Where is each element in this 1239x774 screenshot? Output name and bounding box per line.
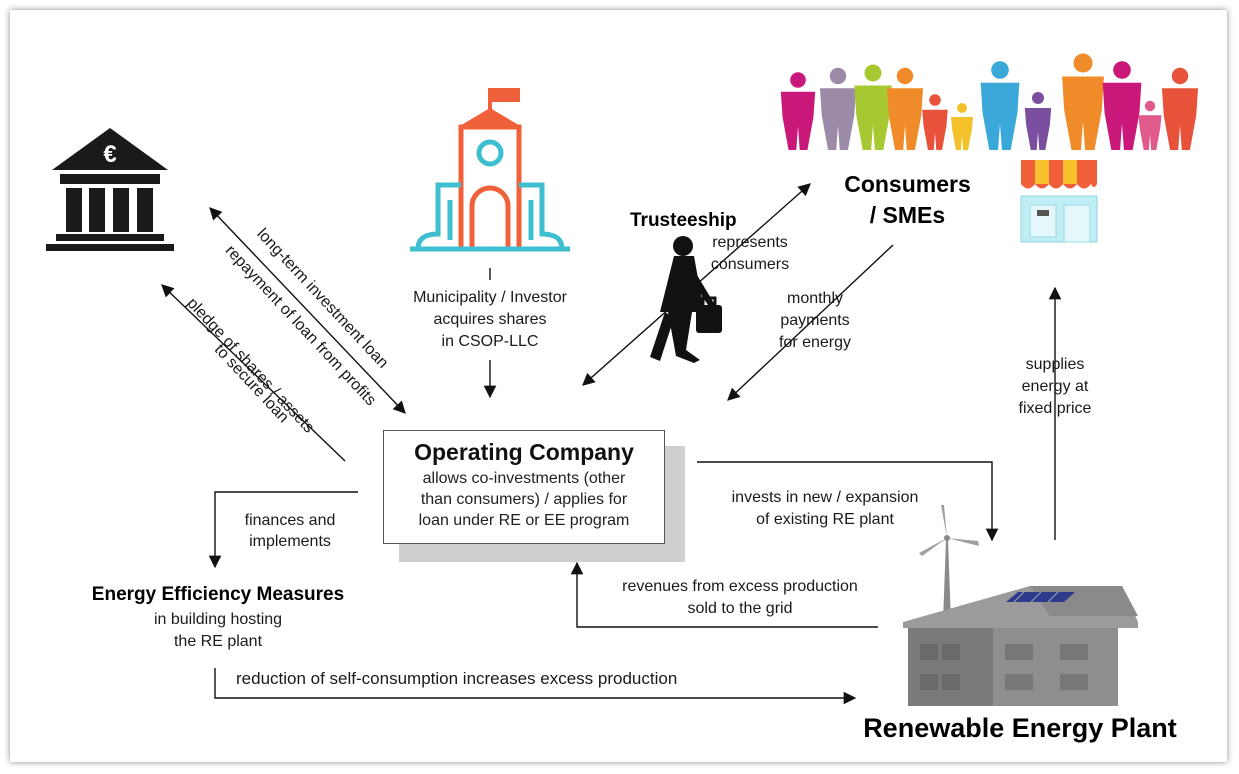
person-figure [780, 72, 816, 150]
operating-company-desc-3: loan under RE or EE program [418, 512, 630, 529]
invests-2: of existing RE plant [756, 511, 894, 528]
municipality-line-1: Municipality / Investor [413, 289, 567, 306]
operating-company-desc-1: allows co-investments (other [422, 470, 626, 487]
revenues-1: revenues from excess production [622, 578, 858, 595]
person-figure [980, 61, 1020, 150]
finances-1: finances and [244, 512, 336, 529]
consumers-title-2: / SMEs [869, 202, 946, 228]
supplies-2: energy at [1021, 378, 1089, 395]
solar-house-icon [903, 586, 1138, 706]
people-crowd-icon [780, 53, 1199, 150]
shop-icon [1020, 160, 1098, 243]
trusteeship-desc-1: represents [712, 234, 788, 251]
arrow-loan [209, 207, 406, 414]
euro-bank-icon: € [46, 128, 174, 251]
person-figure [951, 103, 973, 150]
consumers-title-1: Consumers [844, 171, 971, 197]
finances-2: implements [249, 533, 331, 550]
ee-measures-title: Energy Efficiency Measures [91, 584, 345, 605]
town-hall-icon [410, 88, 570, 252]
wind-turbine-icon [919, 505, 979, 622]
operating-company-desc-2: than consumers) / applies for [420, 491, 628, 508]
municipality-line-2: acquires shares [433, 311, 547, 328]
arrow-invests [697, 461, 999, 542]
operating-company-desc: allows co-investments (other than consum… [384, 468, 664, 531]
person-figure [1024, 92, 1052, 150]
trusteeship-desc-2: consumers [710, 256, 790, 273]
arrow-monthly-payments [727, 244, 894, 401]
trusteeship-title: Trusteeship [630, 210, 737, 231]
monthly-payments-2: payments [780, 312, 850, 329]
reduction-label: reduction of self-consumption increases … [236, 669, 678, 688]
supplies-3: fixed price [1018, 400, 1092, 417]
municipality-line-3: in CSOP-LLC [441, 333, 539, 350]
revenues-2: sold to the grid [687, 600, 793, 617]
operating-company-box: Operating Company allows co-investments … [383, 430, 665, 544]
person-figure [819, 67, 857, 150]
person-figure [886, 67, 924, 150]
arrow-reduction [214, 668, 857, 705]
monthly-payments-1: monthly [786, 290, 844, 307]
ee-measures-desc-1: in building hosting [153, 611, 283, 628]
re-plant-title: Renewable Energy Plant [863, 713, 1177, 743]
arrow-revenues [570, 561, 878, 628]
person-figure [854, 64, 892, 150]
person-figure [1161, 67, 1199, 150]
monthly-payments-3: for energy [778, 334, 852, 351]
person-figure [1138, 100, 1162, 150]
ee-measures-desc-2: the RE plant [173, 633, 263, 650]
person-figure [1062, 53, 1104, 150]
person-figure [922, 94, 948, 150]
arrow-pledge [161, 284, 346, 462]
arrow-finances [208, 491, 358, 569]
invests-1: invests in new / expansion [731, 489, 919, 506]
operating-company-title: Operating Company [414, 439, 634, 465]
person-figure [1102, 61, 1142, 150]
supplies-1: supplies [1025, 356, 1085, 373]
svg-text:€: € [103, 141, 116, 168]
woman-briefcase-icon [650, 236, 722, 363]
